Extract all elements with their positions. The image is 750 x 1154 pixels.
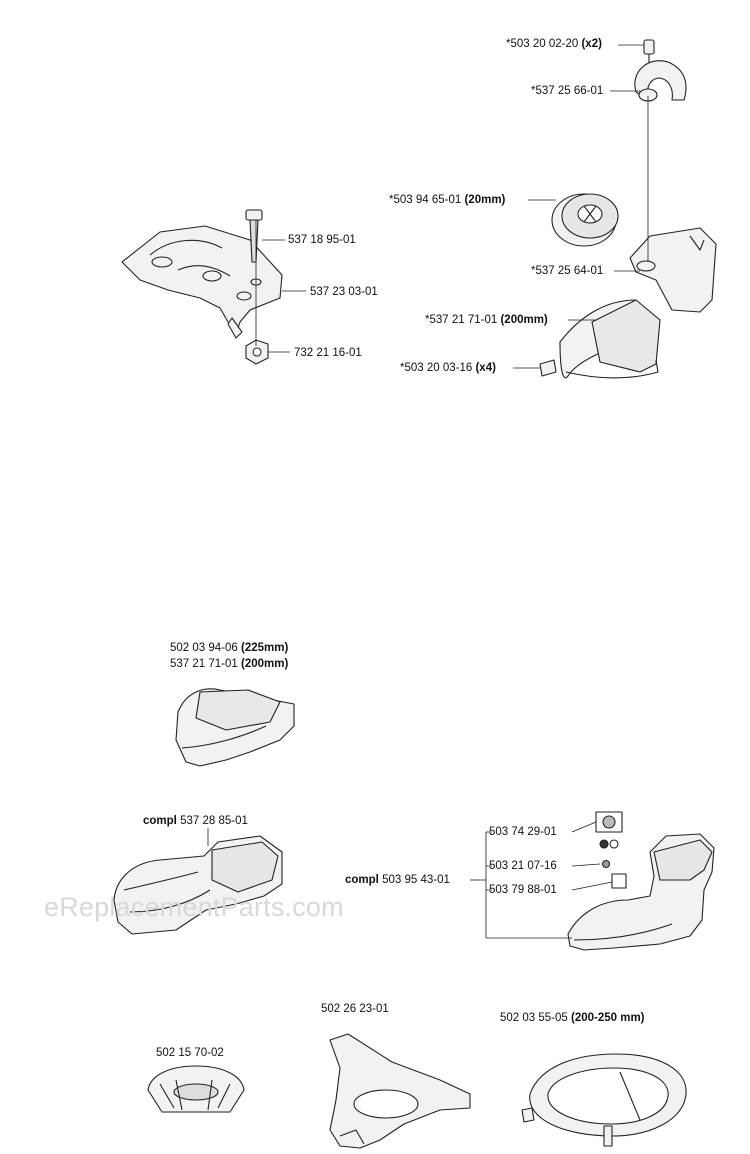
part-label: 537 23 03-01	[310, 286, 378, 298]
cup-drawing	[147, 1065, 245, 1113]
part-label: 502 03 55-05 (200-250 mm)	[500, 1012, 645, 1024]
part-label: 502 03 94-06 (225mm)	[170, 642, 289, 654]
part-label: 503 79 88-01	[489, 884, 557, 896]
bracket-assembly-drawing	[121, 209, 283, 365]
part-label: *537 21 71-01 (200mm)	[425, 314, 548, 326]
part-label: 732 21 16-01	[294, 347, 362, 359]
part-label: 502 15 70-02	[156, 1047, 224, 1059]
part-label: 503 21 07-16	[489, 860, 557, 872]
part-label: *537 25 66-01	[531, 85, 604, 97]
compl-guard-right-drawing	[567, 811, 715, 951]
ring-drawing	[521, 1053, 687, 1147]
part-label: 537 18 95-01	[288, 234, 356, 246]
guard-alternative-drawing	[175, 688, 295, 767]
part-label: *503 20 02-20 (x2)	[506, 38, 602, 50]
part-label: compl 537 28 85-01	[143, 815, 248, 827]
compl-guard-left-drawing	[113, 835, 283, 935]
blade-drawing	[329, 1033, 471, 1149]
part-label: 537 21 71-01 (200mm)	[170, 658, 289, 670]
part-label: *503 20 03-16 (x4)	[400, 362, 496, 374]
watermark: eReplacementParts.com	[44, 892, 344, 922]
part-label: *503 94 65-01 (20mm)	[389, 194, 506, 206]
part-label: 502 26 23-01	[321, 1003, 389, 1015]
part-label: 503 74 29-01	[489, 826, 557, 838]
part-label: *537 25 64-01	[531, 265, 604, 277]
guard-assembly-drawing	[539, 39, 717, 379]
part-label: compl 503 95 43-01	[345, 874, 450, 886]
